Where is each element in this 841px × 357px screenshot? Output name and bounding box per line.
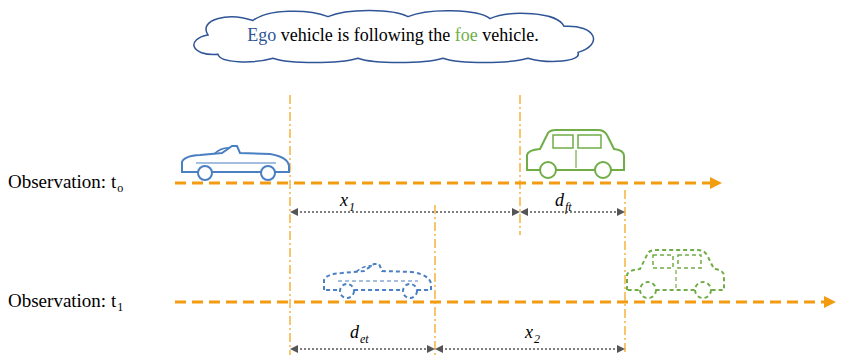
distance-label-subscript: 1: [349, 201, 355, 213]
distance-label: x: [525, 323, 533, 341]
foe-car: [527, 130, 624, 178]
distance-label: d: [350, 323, 359, 341]
time-axes: [175, 177, 836, 308]
distance-label: x: [340, 191, 348, 209]
guide-lines: [290, 95, 625, 355]
cloud-word: vehicle.: [482, 25, 538, 45]
ego-car-later: [324, 264, 431, 298]
thought-cloud: Egovehicle is following thefoevehicle.: [178, 6, 608, 64]
cloud-word: Ego: [247, 25, 276, 45]
cloud-word: foe: [455, 25, 478, 45]
observation-label: Observation: t: [8, 291, 116, 310]
distance-label-subscript: 2: [534, 333, 540, 345]
distance-label: d: [555, 191, 564, 209]
cloud-word: vehicle is following the: [281, 25, 450, 45]
cloud-sentence: Egovehicle is following thefoevehicle.: [247, 25, 538, 46]
distance-label-subscript: ft: [565, 201, 572, 213]
ego-car: [182, 146, 289, 180]
observation-label-subscript: 1: [117, 301, 123, 313]
observation-label-subscript: o: [117, 182, 123, 194]
dimension-lines: [296, 212, 619, 349]
distance-label-subscript: et: [360, 333, 369, 345]
dimension-arrowheads: [290, 208, 625, 353]
foe-car-later: [627, 250, 724, 298]
observation-label: Observation: t: [8, 172, 116, 191]
